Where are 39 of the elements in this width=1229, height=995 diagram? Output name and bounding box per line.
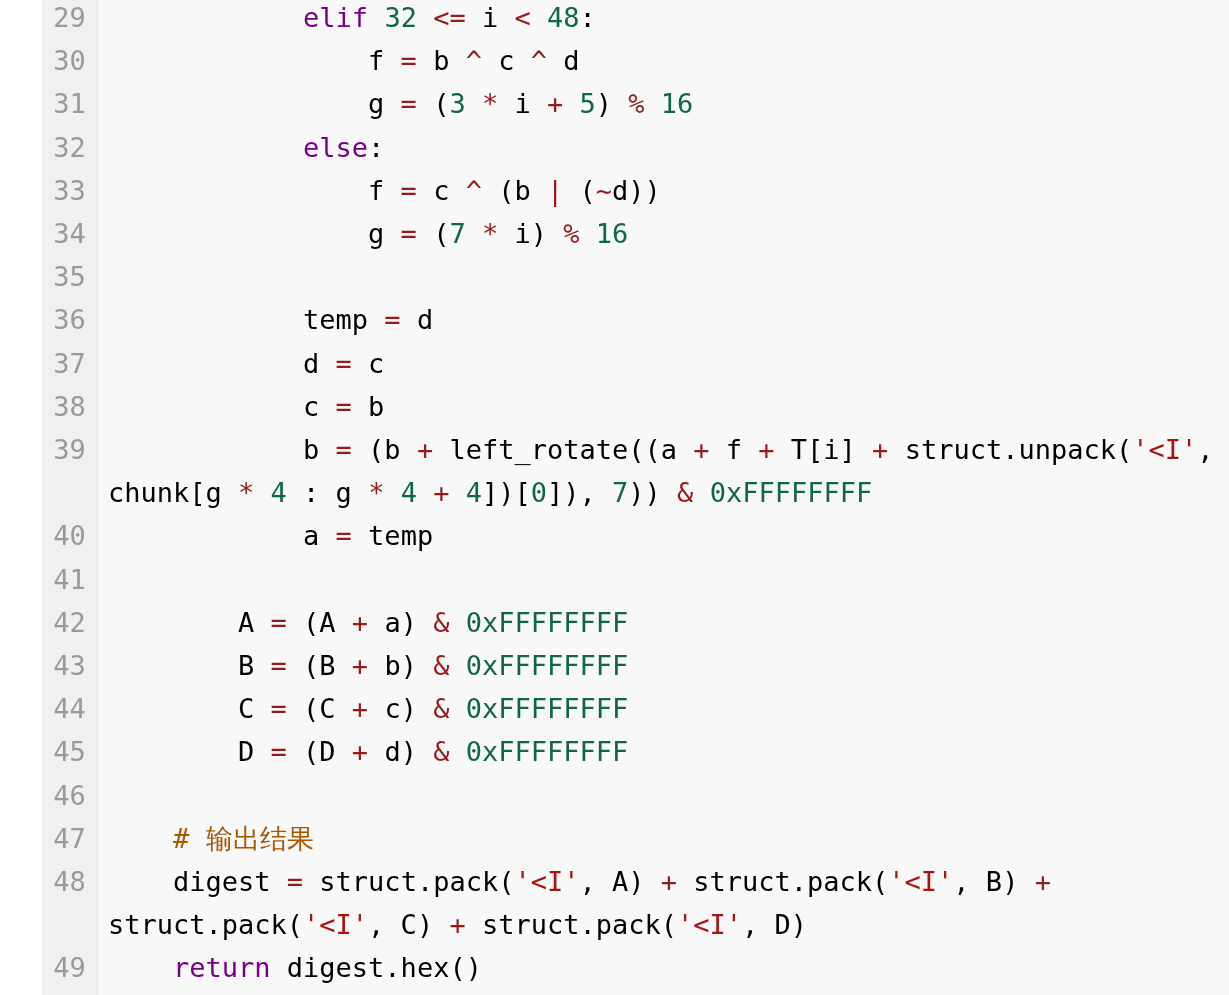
code-line: c = b [302, 389, 386, 424]
line-number: 39 [53, 433, 86, 468]
code-line: else: [302, 130, 386, 165]
code-line: a = temp [302, 519, 435, 554]
code-line: f = b ^ c ^ d [367, 44, 581, 79]
line-number: 42 [53, 605, 86, 640]
code-line: digest = struct.pack('<I', A) + struct.pack('<I', B) + struct.pack('<I', C) + struct.pack('<I', D) [108, 865, 1052, 943]
line-number: 30 [53, 44, 86, 79]
code-line: g = (7 * i) % 16 [367, 217, 630, 251]
line-number: 33 [53, 173, 86, 208]
code-line: A = (A + a) & 0xFFFFFFFF [237, 605, 630, 640]
code-line: f = c ^ (b | (~d)) [367, 173, 662, 209]
line-number: 37 [53, 346, 86, 381]
line-number: 41 [53, 562, 86, 597]
code-line: return digest.hex() [172, 951, 483, 986]
code-line: g = (3 * i + 5) % 16 [367, 87, 695, 122]
line-number: 46 [53, 778, 86, 813]
code-line: # 输出结果 [172, 821, 315, 856]
line-number: 40 [53, 519, 86, 554]
line-number: 38 [53, 389, 86, 424]
line-number: 44 [53, 692, 86, 727]
code-line: C = (C + c) & 0xFFFFFFFF [237, 692, 630, 727]
code-line: temp = d [302, 303, 435, 338]
line-number: 29 [53, 1, 86, 35]
line-number: 35 [53, 260, 86, 295]
code-line: d = c [302, 346, 386, 381]
line-number: 43 [53, 649, 86, 684]
line-number: 32 [53, 130, 86, 165]
line-number: 36 [53, 303, 86, 338]
code-line: B = (B + b) & 0xFFFFFFFF [237, 649, 630, 684]
line-number: 34 [53, 217, 86, 251]
line-number: 49 [53, 951, 86, 986]
line-number: 31 [53, 87, 86, 122]
line-number: 45 [53, 735, 86, 770]
code-line: elif 32 <= i < 48: [302, 1, 597, 35]
code-line: b = (b + left_rotate((a + f + T[i] + struct.unpack('<I', chunk[g * 4 : g * 4 + 4])[0]), 7)) & 0xFFFFFFFF [108, 433, 1215, 511]
code-line: D = (D + d) & 0xFFFFFFFF [237, 735, 630, 770]
line-number: 48 [53, 865, 86, 900]
line-number: 47 [53, 821, 86, 856]
